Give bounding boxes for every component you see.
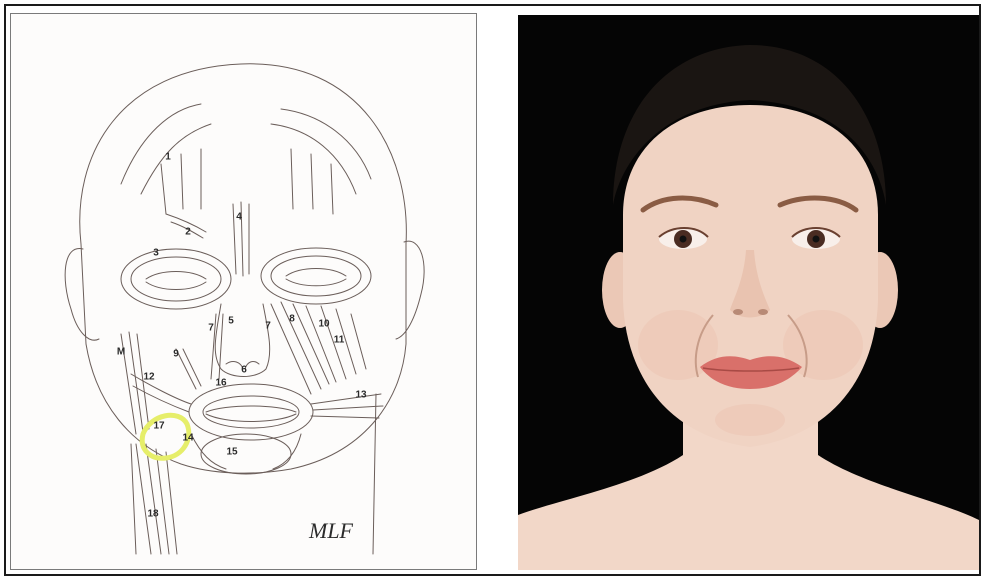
illustration-svg: 1 2 3 4 5 6 7 7 8 9 10 11 12 13 14 15 16… [11,14,477,570]
label-16: 16 [215,378,227,389]
neck-left [131,444,136,554]
label-11: 11 [334,335,345,346]
label-5: 5 [228,316,234,327]
left-orbicularis-oculi [121,249,231,309]
label-12: 12 [143,372,155,383]
right-ear [396,241,424,339]
label-1: 1 [165,152,171,163]
label-4: 4 [236,212,242,223]
orbicularis-oris [189,384,313,440]
label-6: 6 [241,365,247,376]
label-17: 17 [153,421,165,432]
label-14: 14 [182,433,194,444]
label-8: 8 [289,314,295,325]
label-7-left: 7 [208,323,214,334]
label-15: 15 [226,447,238,458]
label-18: 18 [147,509,159,520]
facial-muscle-illustration: 1 2 3 4 5 6 7 7 8 9 10 11 12 13 14 15 16… [10,13,477,570]
label-3: 3 [153,248,159,259]
portrait-photo [518,15,979,570]
portrait-svg [518,15,979,570]
label-7-right: 7 [265,321,271,332]
label-m: M [117,347,125,358]
label-2: 2 [185,227,191,238]
label-10: 10 [318,319,330,330]
label-9: 9 [173,349,179,360]
artist-signature: MLF [308,518,354,543]
label-13: 13 [355,390,367,401]
